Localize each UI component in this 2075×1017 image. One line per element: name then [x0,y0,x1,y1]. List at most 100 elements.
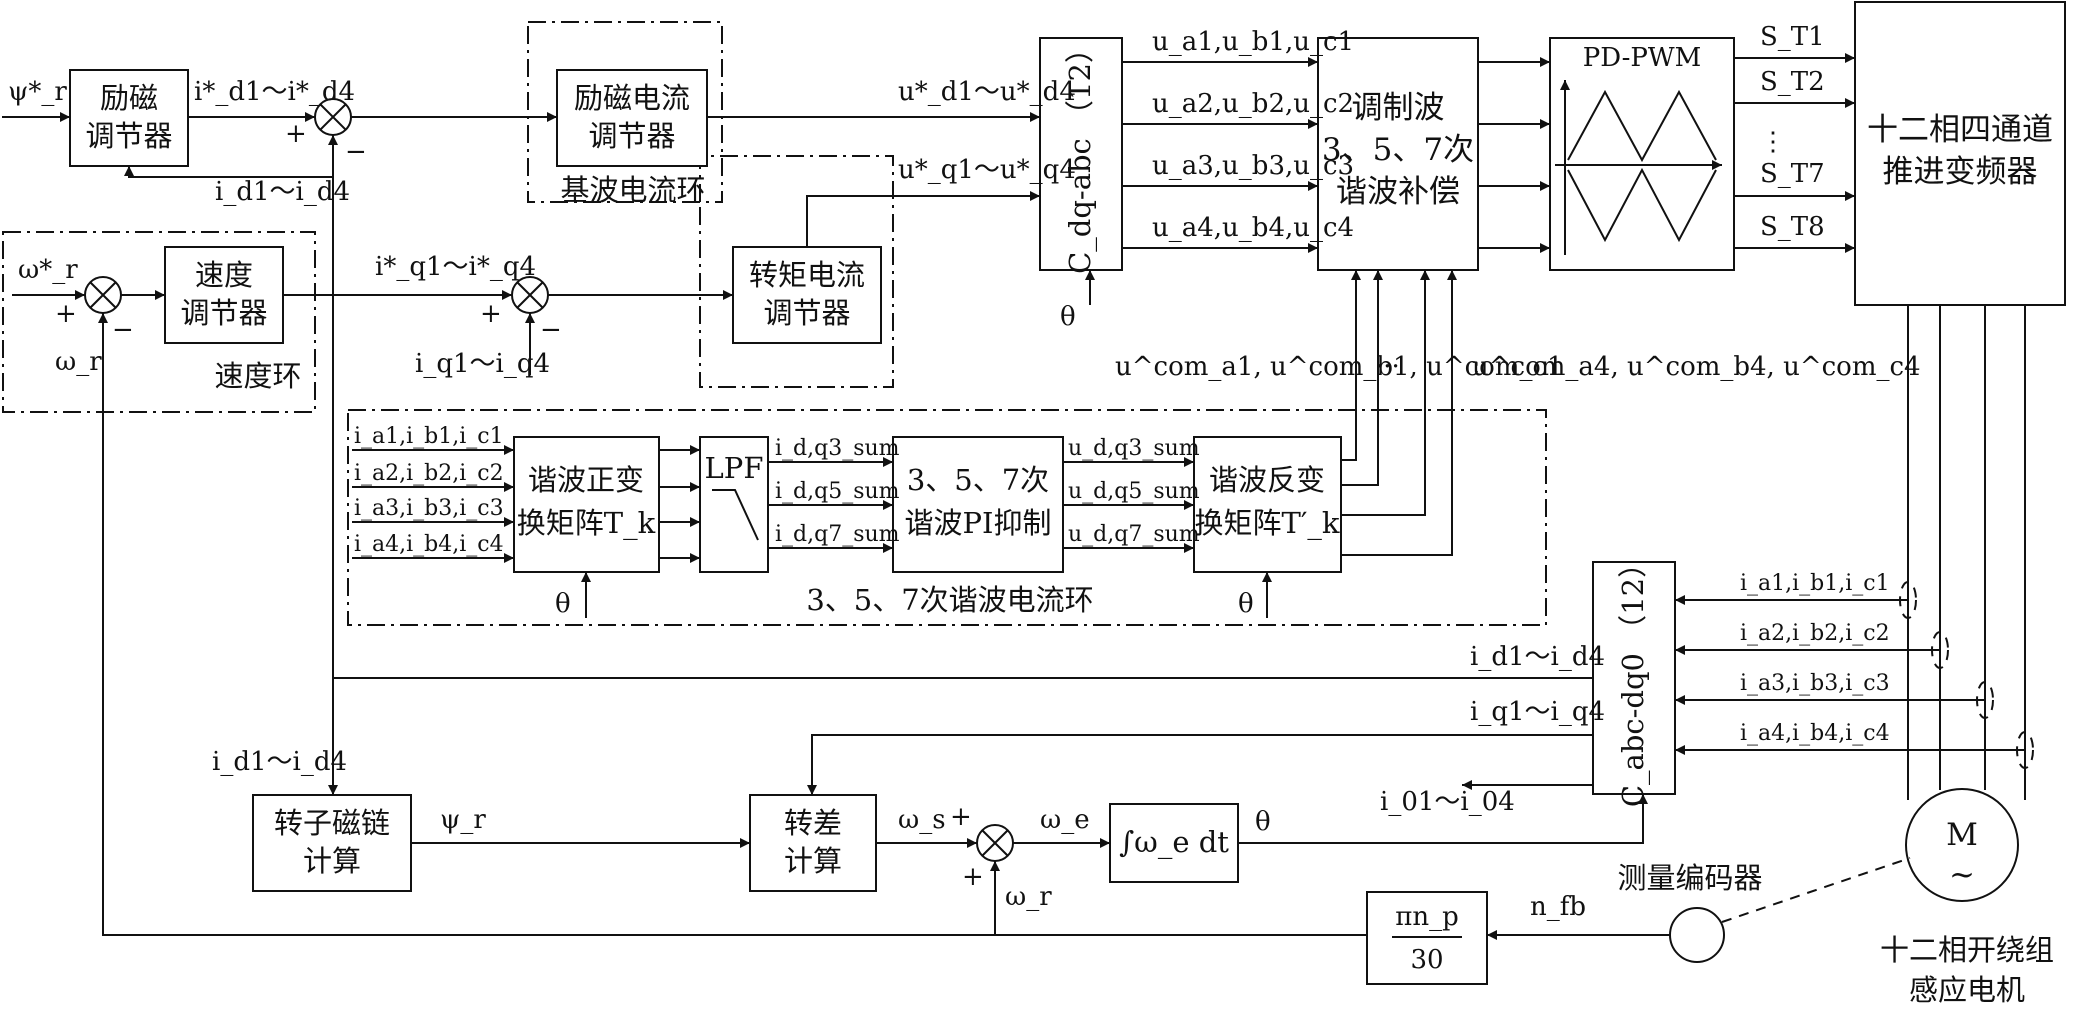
speed-gain-numerator: πn_p [1395,902,1458,932]
harmonic-forward-line1: 谐波正变 [528,463,644,497]
u-abc-label-2: u_a2,u_b2,u_c2 [1152,89,1354,119]
cdq-abc-block: C_dq-abc （12） [1039,34,1123,274]
u-abc-label-1: u_a1,u_b1,u_c1 [1152,27,1354,57]
upper-carrier-wave [1567,89,1717,163]
theta-label-inverse: θ [1238,589,1254,619]
cabc-dq0-label: C_abc-dq0 （12） [1616,549,1651,807]
lower-carrier-wave [1567,167,1717,243]
theta-label-cdq: θ [1060,302,1076,332]
harmonic-inverse-line1: 谐波反变 [1209,463,1325,497]
minus-sign-1: − [345,137,367,167]
signal-connections [2,53,2034,940]
i-abc-input-3: i_a3,i_b3,i_c3 [354,496,504,521]
motor-name-line2: 感应电机 [1909,973,2025,1007]
i-abc-input-4: i_a4,i_b4,i_c4 [354,532,504,557]
modulation-line3: 谐波补偿 [1336,174,1460,210]
plus-sign-2: + [55,299,77,329]
udq5-sum-label: u_d,q5_sum [1068,479,1200,504]
fundamental-loop-frame-a [527,21,723,203]
i-abc-fb-label-3: i_a3,i_b3,i_c3 [1740,671,1890,696]
encoder-label: 测量编码器 [1617,861,1762,895]
psi-r-label: ψ_r [440,805,486,835]
udq7-sum-label: u_d,q7_sum [1068,522,1200,547]
ud-ref-label: u*_d1～u*_d4 [898,77,1076,107]
inverter-line1: 十二相四通道 [1867,112,2053,148]
excitation-current-regulator-block: 励磁电流 调节器 [556,69,708,167]
plus-sign-5: + [962,862,984,892]
plus-sign-1: + [285,119,307,149]
uq-ref-label: u*_q1～u*_q4 [898,155,1076,185]
harmonic-forward-transform-block: 谐波正变 换矩阵T_k [513,436,660,573]
lpf-block: LPF [699,436,769,573]
induction-motor: M ~ [1905,788,2019,902]
speed-regulator-line2: 调节器 [180,296,267,330]
i-abc-fb-label-1: i_a1,i_b1,i_c1 [1740,571,1890,596]
sum-junction-4 [976,824,1014,862]
modulation-line2: 3、5、7次 [1322,132,1474,168]
iq-ref-label: i*_q1～i*_q4 [375,252,536,282]
i-abc-fb-label-4: i_a4,i_b4,i_c4 [1740,721,1890,746]
modulation-line1: 调制波 [1352,90,1445,126]
omega-r-label-left: ω_r [55,347,102,377]
motor-name-line1: 十二相开绕组 [1880,933,2054,967]
pi-suppression-line2: 谐波PI抑制 [905,506,1052,540]
rotor-flux-line2: 计算 [303,844,361,878]
theta-label-forward: θ [555,589,571,619]
cabc-dq0-block: C_abc-dq0 （12） [1592,549,1676,807]
excitation-current-regulator-line1: 励磁电流 [574,81,690,115]
plus-sign-4: + [950,802,972,832]
minus-sign-2: − [112,315,134,345]
id-ref-label: i*_d1～i*_d4 [194,77,355,107]
pd-pwm-label: PD-PWM [1583,43,1701,73]
speed-loop-label: 速度环 [214,359,301,393]
pi-suppression-line1: 3、5、7次 [907,463,1049,497]
speed-gain-denominator: 30 [1410,945,1443,975]
minus-sign-3: − [540,315,562,345]
speed-gain-block: πn_p 30 [1366,891,1488,985]
omega-e-label: ω_e [1040,805,1090,835]
theta-label-integrator: θ [1255,807,1271,837]
encoder-icon [1669,907,1725,963]
speed-regulator-block: 速度 调节器 [164,246,284,344]
cdq-abc-label: C_dq-abc （12） [1063,34,1098,274]
excitation-regulator-block: 励磁 调节器 [69,69,189,167]
torque-current-regulator-block: 转矩电流 调节器 [732,246,882,344]
torque-current-regulator-line2: 调节器 [763,296,850,330]
motor-symbol-m: M [1946,817,1978,853]
ucom-ellipsis: ··· [1375,352,1400,382]
iq-fb-label: i_q1～i_q4 [415,349,550,379]
omega-s-label: ω_s [898,805,946,835]
signal-labels: ψ*_r i*_d1～i*_d4 + − i_d1～i_d4 ω*_r + − … [8,22,1921,922]
id-fb-label-right: i_d1～i_d4 [1470,642,1605,672]
sum-junction-3 [511,276,549,314]
rotor-flux-line1: 转子磁链 [274,806,390,840]
sum-junction-2 [84,276,122,314]
slip-calc-line2: 计算 [784,844,842,878]
rotor-flux-calc-block: 转子磁链 计算 [252,794,412,892]
omega-ref-label: ω*_r [18,255,78,285]
u-abc-label-3: u_a3,u_b3,u_c3 [1152,151,1354,181]
id-fb-label-top: i_d1～i_d4 [215,177,350,207]
fundamental-loop-label: 基波电流环 [560,173,705,207]
plus-sign-3: + [480,299,502,329]
harmonic-inverse-transform-block: 谐波反变 换矩阵T′_k [1193,436,1342,573]
n-fb-label: n_fb [1530,892,1586,922]
lpf-response-icon [712,489,759,541]
integrator-block: ∫ω_e dt [1109,803,1239,883]
slip-calc-block: 转差 计算 [749,794,877,892]
lpf-label: LPF [705,451,764,485]
ucom-1-label: u^com_a1, u^com_b1, u^com_c1 [1115,352,1564,382]
gate-signal-st2: S_T2 [1760,67,1825,97]
speed-regulator-line1: 速度 [195,258,253,292]
gate-signal-st1: S_T1 [1760,22,1825,52]
harmonic-loop-frame [347,409,1547,626]
speed-loop-frame [2,231,316,413]
omega-r-label-bottom: ω_r [1005,882,1052,912]
harmonic-forward-line2: 换矩阵T_k [517,506,656,541]
gate-signal-st8: S_T8 [1760,212,1825,242]
gate-signal-st7: S_T7 [1760,159,1825,189]
i-abc-input-1: i_a1,i_b1,i_c1 [354,424,504,449]
slip-calc-line1: 转差 [784,806,842,840]
motor-symbol-ac: ~ [1949,857,1975,893]
